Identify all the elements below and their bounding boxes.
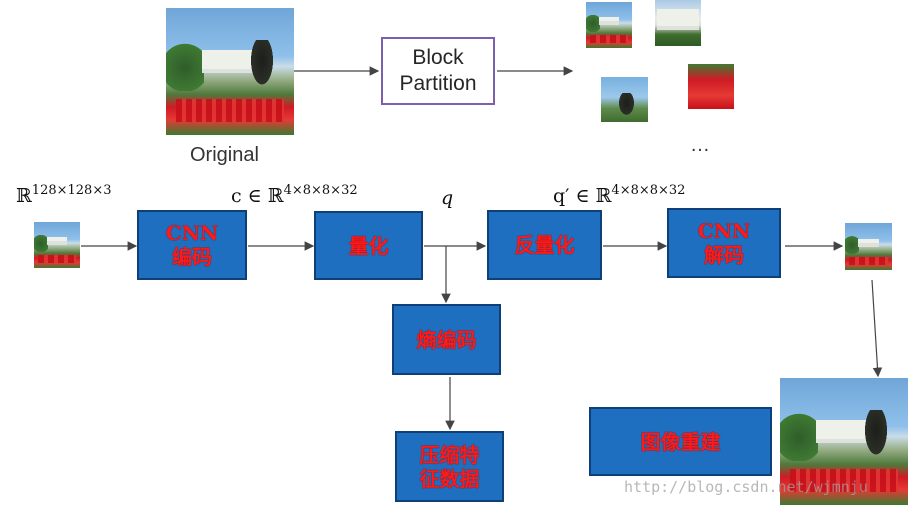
input-space-label: ℝ128×128×3 <box>16 183 112 207</box>
cnn-encode-line1: CNN <box>165 221 219 245</box>
compressed-data-box: 压缩特 征数据 <box>395 431 504 502</box>
original-label: Original <box>190 144 259 166</box>
watermark-text: http://blog.csdn.net/wjmnju <box>624 478 868 496</box>
qprime-space-label: q′ ∈ ℝ4×8×8×32 <box>553 183 686 207</box>
reconstructed-image <box>780 378 908 505</box>
block-partition-box: Block Partition <box>381 37 495 105</box>
quantize-box: 量化 <box>314 211 423 280</box>
output-block-image <box>845 223 892 270</box>
partition-line2: Partition <box>399 72 477 95</box>
cnn-decode-line2: 解码 <box>704 243 744 267</box>
block-image-3 <box>601 77 648 122</box>
entropy-encode-box: 熵编码 <box>392 304 501 375</box>
block-image-1 <box>586 2 632 48</box>
ellipsis: … <box>690 134 710 156</box>
input-block-image <box>34 222 80 268</box>
compressed-line1: 压缩特 <box>419 442 480 467</box>
block-image-2 <box>655 0 701 46</box>
arrow-output-to-reconstruct <box>871 279 883 378</box>
q-label: q <box>441 187 454 209</box>
cnn-encode-box: CNN 编码 <box>137 210 247 280</box>
block-image-4 <box>688 64 734 109</box>
compressed-line2: 征数据 <box>419 466 480 491</box>
cnn-decode-box: CNN 解码 <box>667 208 781 278</box>
partition-line1: Block <box>412 46 464 69</box>
original-image <box>166 8 294 135</box>
dequantize-box: 反量化 <box>487 210 602 280</box>
cnn-encode-line2: 编码 <box>172 245 212 269</box>
image-reconstruct-box: 图像重建 <box>589 407 772 476</box>
c-space-label: c ∈ ℝ4×8×8×32 <box>231 183 358 207</box>
cnn-decode-line1: CNN <box>697 219 751 243</box>
